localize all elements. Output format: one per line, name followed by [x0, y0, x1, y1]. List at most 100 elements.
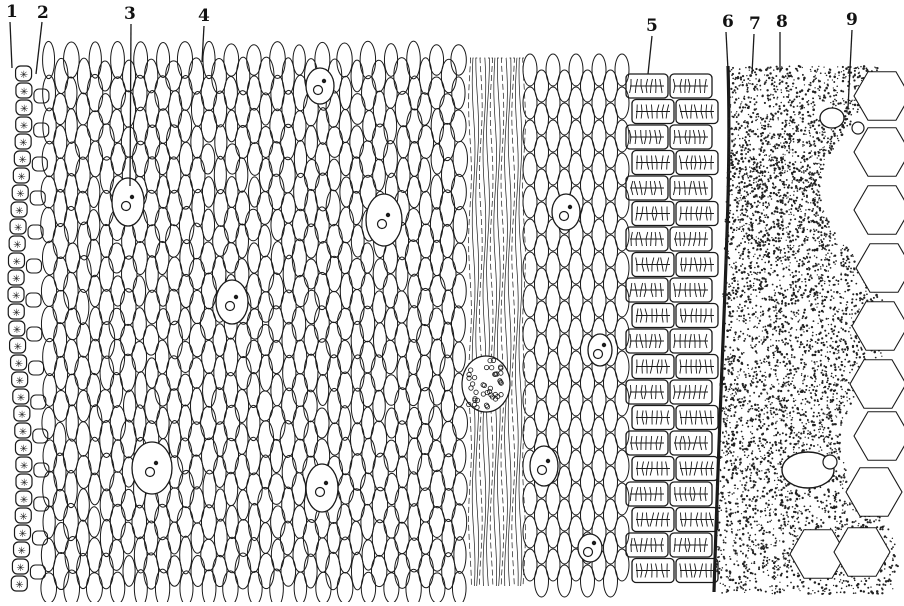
stipple-dot	[835, 263, 836, 264]
stipple-dot	[770, 118, 772, 120]
stipple-dot	[791, 423, 793, 425]
stipple-dot	[827, 221, 829, 223]
parenchyma-cell	[270, 42, 286, 79]
stipple-dot	[747, 457, 749, 459]
stipple-dot	[734, 487, 735, 488]
stipple-dot	[748, 258, 749, 259]
stipple-dot	[757, 200, 759, 202]
stipple-dot	[788, 90, 790, 92]
stipple-dot	[815, 215, 817, 217]
stipple-dot	[775, 468, 777, 470]
stipple-dot	[803, 182, 804, 183]
stipple-dot	[800, 117, 801, 118]
parenchyma-cell	[133, 276, 145, 307]
stipple-dot	[779, 199, 781, 201]
stipple-dot	[759, 288, 762, 291]
stipple-dot	[739, 304, 741, 306]
stipple-dot	[801, 171, 803, 173]
stipple-dot	[731, 299, 732, 300]
stipple-dot	[760, 117, 762, 119]
cell-content-mark: ✳	[18, 155, 26, 166]
stipple-dot	[815, 285, 817, 287]
stipple-dot	[772, 465, 775, 468]
stipple-dot	[729, 586, 730, 587]
stipple-dot	[811, 155, 812, 156]
stipple-dot	[788, 145, 790, 147]
stipple-dot	[763, 571, 765, 573]
stipple-dot	[730, 427, 731, 428]
parenchyma-cell	[615, 549, 629, 581]
stipple-dot	[795, 371, 797, 373]
parenchyma-cell	[145, 388, 160, 423]
stipple-dot	[793, 167, 795, 169]
stipple-dot	[771, 388, 772, 389]
stipple-dot	[762, 313, 764, 315]
stipple-dot	[751, 380, 752, 381]
stipple-dot	[829, 284, 830, 285]
cell-content-mark: ✳	[16, 376, 24, 387]
stipple-dot	[726, 516, 728, 518]
pit-canal-mark	[636, 309, 670, 323]
parenchyma-cell	[304, 554, 317, 588]
stipple-dot	[841, 348, 843, 350]
stipple-dot	[782, 553, 784, 555]
stipple-dot	[812, 208, 814, 210]
stipple-dot	[891, 565, 893, 567]
stipple-dot	[728, 363, 731, 366]
stipple-dot	[807, 375, 808, 376]
stipple-dot	[827, 223, 829, 225]
parenchyma-cell	[146, 256, 159, 293]
parenchyma-cell	[88, 176, 100, 207]
stipple-dot	[725, 510, 727, 512]
cell-content-mark: ✳	[17, 172, 25, 183]
parenchyma-cell	[178, 438, 192, 474]
stipple-dot	[731, 465, 732, 466]
stipple-dot	[727, 250, 729, 252]
stipple-dot	[756, 159, 757, 160]
stipple-dot	[820, 447, 821, 448]
stipple-dot	[839, 433, 841, 435]
stipple-dot	[777, 147, 779, 149]
stipple-dot	[797, 299, 800, 302]
stipple-dot	[802, 121, 804, 123]
stipple-dot	[814, 298, 816, 300]
stipple-dot	[744, 127, 746, 129]
stipple-dot	[741, 271, 744, 274]
stipple-dot	[820, 159, 821, 160]
stipple-dot	[797, 142, 798, 143]
stipple-dot	[776, 160, 778, 162]
stipple-dot	[772, 115, 774, 117]
stipple-dot	[756, 248, 758, 250]
stipple-dot	[846, 392, 848, 394]
stipple-dot	[741, 513, 742, 514]
stipple-dot	[764, 455, 765, 456]
stipple-dot	[743, 387, 745, 389]
parenchyma-cell	[214, 156, 226, 194]
stipple-dot	[738, 203, 740, 205]
stipple-dot	[780, 252, 782, 254]
stipple-dot	[788, 303, 790, 305]
stipple-dot	[752, 367, 753, 368]
stipple-dot	[725, 542, 727, 544]
stipple-dot	[737, 468, 738, 469]
stipple-dot	[892, 538, 893, 539]
fiber-line	[483, 58, 486, 586]
stipple-dot	[784, 258, 786, 260]
parenchyma-cell	[202, 438, 218, 474]
stipple-dot	[820, 231, 822, 233]
stipple-dot	[758, 396, 759, 397]
stipple-dot	[746, 422, 748, 424]
stipple-dot	[762, 425, 764, 427]
parenchyma-cell	[384, 242, 398, 273]
stipple-dot	[730, 361, 732, 363]
stipple-dot	[837, 280, 839, 282]
stipple-dot	[820, 72, 822, 74]
stipple-dot	[786, 179, 788, 181]
stipple-dot	[835, 260, 837, 262]
pit-canal-mark	[674, 334, 708, 348]
stipple-dot	[749, 166, 750, 167]
stipple-dot	[844, 249, 846, 251]
stipple-dot	[823, 217, 825, 219]
stipple-dot	[835, 470, 837, 472]
stipple-dot	[752, 247, 754, 249]
